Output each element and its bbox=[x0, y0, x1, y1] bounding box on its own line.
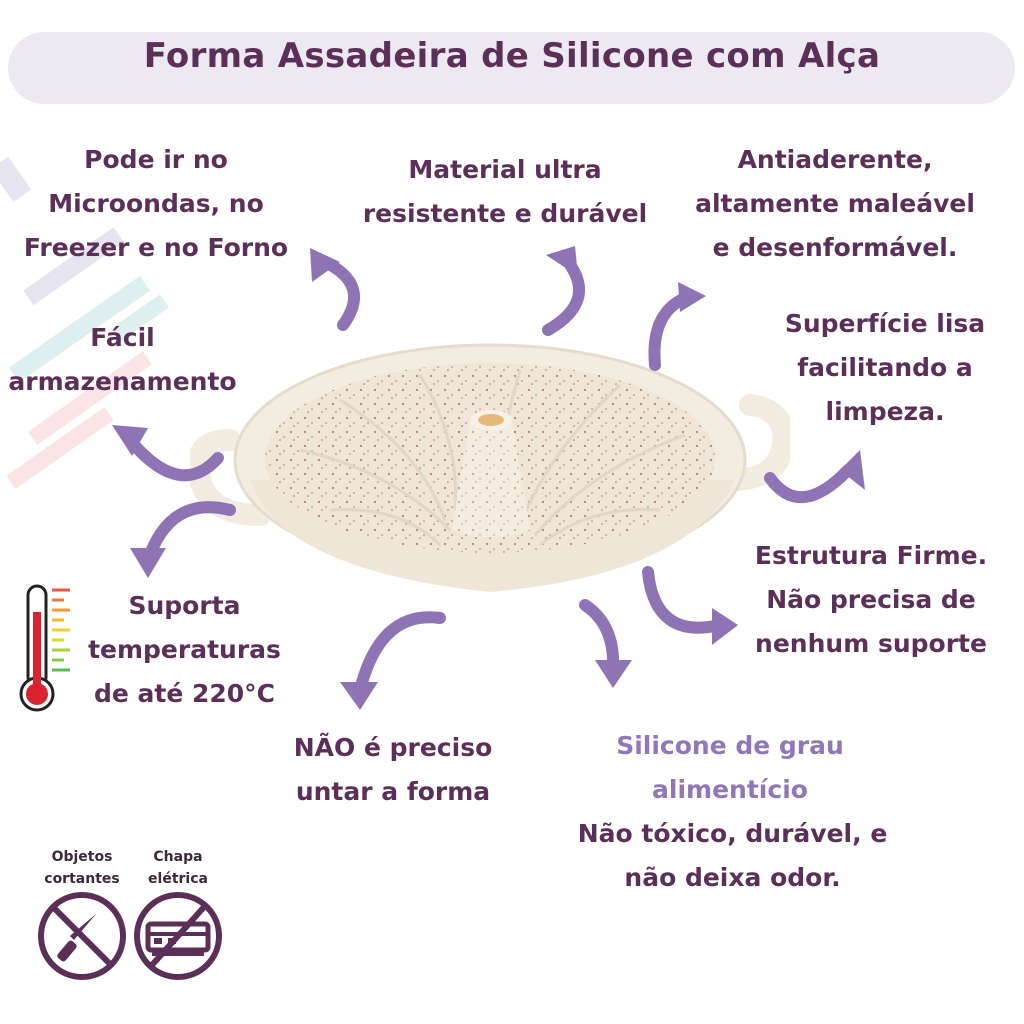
feature-material: Material ultra resistente e durável bbox=[362, 155, 648, 228]
thermometer-icon bbox=[19, 584, 70, 712]
feature-no-grease: NÃO é preciso untar a forma bbox=[293, 733, 493, 806]
feature-food-grade-title: Silicone de grau alimentício bbox=[616, 731, 844, 804]
page-title: Forma Assadeira de Silicone com Alça bbox=[143, 36, 881, 76]
feature-storage: Fácil armazenamento bbox=[8, 323, 237, 396]
feature-smooth: Superfície lisa facilitando a limpeza. bbox=[784, 309, 986, 426]
silicone-bundt-pan-image bbox=[190, 343, 790, 592]
warning-electric-label: Chapa elétrica bbox=[148, 849, 208, 887]
no-electric-griddle-icon bbox=[134, 892, 222, 980]
no-knife-icon bbox=[38, 892, 126, 980]
decorative-stripes bbox=[0, 156, 170, 489]
feature-temperature: Suporta temperaturas de até 220°C bbox=[88, 591, 281, 708]
feature-nonstick: Antiaderente, altamente maleável e desen… bbox=[695, 145, 975, 262]
feature-food-grade-desc: Não tóxico, durável, e não deixa odor. bbox=[577, 819, 888, 892]
feature-microwave: Pode ir no Microondas, no Freezer e no F… bbox=[23, 145, 289, 262]
title-bar bbox=[8, 32, 1015, 104]
feature-structure: Estrutura Firme. Não precisa de nenhum s… bbox=[754, 541, 988, 658]
warning-sharp-label: Objetos cortantes bbox=[44, 849, 120, 887]
